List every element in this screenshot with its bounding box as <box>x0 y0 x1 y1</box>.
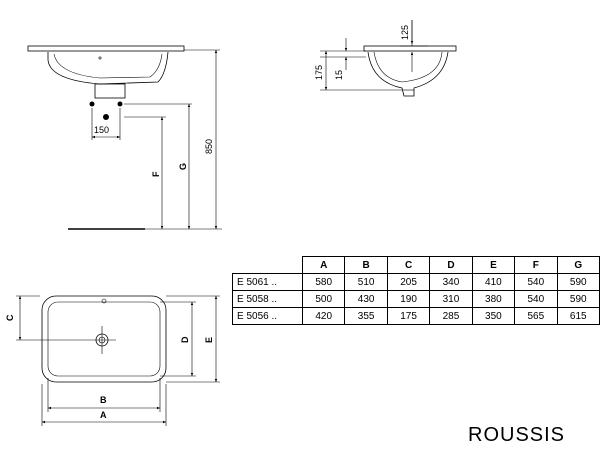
table-row: E 5061 .. 580 510 205 340 410 540 590 <box>232 273 600 291</box>
cell-value: 500 <box>301 290 346 308</box>
cell-value: 175 <box>386 307 431 325</box>
header-A: A <box>301 256 346 274</box>
cell-value: 590 <box>556 290 600 308</box>
side-section: 125 175 15 <box>314 20 457 97</box>
cell-value: 310 <box>429 290 473 308</box>
spec-table: A B C D E F G E 5061 .. 580 510 205 340 … <box>232 256 600 325</box>
side-countertop <box>363 45 457 52</box>
table-row: E 5058 .. 500 430 190 310 380 540 590 <box>232 290 600 308</box>
water-inlet-dot <box>117 101 123 107</box>
label-G: G <box>178 163 188 170</box>
basin-outline <box>41 295 167 383</box>
model-code: E 5061 .. <box>232 273 303 291</box>
cell-value: 615 <box>556 307 600 325</box>
dim-125: 125 <box>400 25 410 40</box>
header-F: F <box>514 256 558 274</box>
cell-value: 205 <box>386 273 431 291</box>
cell-value: 190 <box>386 290 431 308</box>
header-C: C <box>386 256 431 274</box>
model-code: E 5058 .. <box>232 290 303 308</box>
cell-value: 380 <box>471 290 516 308</box>
cell-value: 540 <box>514 273 558 291</box>
dim-175: 175 <box>314 65 324 80</box>
label-C: C <box>5 314 15 321</box>
table-row: E 5056 .. 420 355 175 285 350 565 615 <box>232 307 600 325</box>
cell-value: 285 <box>429 307 473 325</box>
dim-150: 150 <box>94 125 109 135</box>
header-D: D <box>429 256 473 274</box>
cell-value: 340 <box>429 273 473 291</box>
cell-value: 510 <box>344 273 388 291</box>
front-elevation: 150 F G 850 <box>27 45 222 230</box>
label-F: F <box>151 171 161 177</box>
label-D: D <box>180 336 190 343</box>
side-bowl <box>367 51 449 97</box>
label-B: B <box>100 395 107 405</box>
dim-15: 15 <box>334 70 344 80</box>
water-inlet-dot <box>89 101 95 107</box>
cell-value: 420 <box>301 307 346 325</box>
cell-value: 350 <box>471 307 516 325</box>
plan-view: C D E B A <box>5 295 220 426</box>
header-G: G <box>556 256 600 274</box>
watermark-logo: ROUSSIS <box>468 424 565 446</box>
header-E: E <box>471 256 516 274</box>
model-code: E 5056 .. <box>232 307 303 325</box>
cell-value: 410 <box>471 273 516 291</box>
countertop <box>27 45 185 52</box>
basin-inner <box>47 301 161 377</box>
dim-850: 850 <box>204 139 214 154</box>
cell-value: 565 <box>514 307 558 325</box>
header-B: B <box>344 256 388 274</box>
table-header-row: A B C D E F G <box>232 256 600 274</box>
basin-bowl <box>47 51 169 85</box>
label-A: A <box>100 410 107 420</box>
cell-value: 540 <box>514 290 558 308</box>
cell-value: 580 <box>301 273 346 291</box>
overflow-hole <box>101 298 107 304</box>
cell-value: 590 <box>556 273 600 291</box>
cell-value: 430 <box>344 290 388 308</box>
waste-outlet <box>94 83 126 99</box>
cell-value: 355 <box>344 307 388 325</box>
label-E: E <box>204 337 214 343</box>
drain-point <box>103 114 109 120</box>
